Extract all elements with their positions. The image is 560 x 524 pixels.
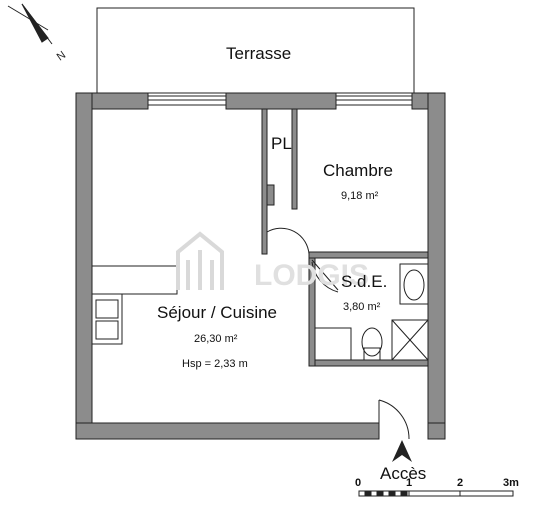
living-label: Séjour / Cuisine <box>157 303 278 322</box>
compass-n: N <box>55 49 68 63</box>
entrance-arrow-icon <box>392 440 412 462</box>
terrace-label: Terrasse <box>226 44 292 63</box>
bathroom-area: 3,80 m² <box>343 301 381 313</box>
scale-tick-3: 3m <box>503 477 519 489</box>
scale-tick-0: 0 <box>355 477 362 489</box>
bathroom-fixtures <box>314 263 429 361</box>
bathroom-label: S.d.E. <box>341 272 388 291</box>
scale-tick-2: 2 <box>457 477 464 489</box>
scale-tick-1: 1 <box>406 477 413 489</box>
bedroom-area: 9,18 m² <box>341 190 379 202</box>
watermark-text: LODGIS <box>254 259 369 292</box>
bedroom-label: Chambre <box>323 161 393 180</box>
entrance-label: Accès <box>380 464 427 483</box>
compass-icon: N <box>7 3 68 63</box>
windows <box>147 95 413 106</box>
living-ceiling-height: Hsp = 2,33 m <box>182 358 248 370</box>
interior-walls <box>261 108 429 367</box>
living-area: 26,30 m² <box>194 333 238 345</box>
scale-bar <box>358 490 514 497</box>
storage-label: PL <box>271 134 292 153</box>
doors <box>266 227 410 440</box>
kitchen-counter <box>91 265 178 345</box>
watermark-logo <box>176 231 224 290</box>
